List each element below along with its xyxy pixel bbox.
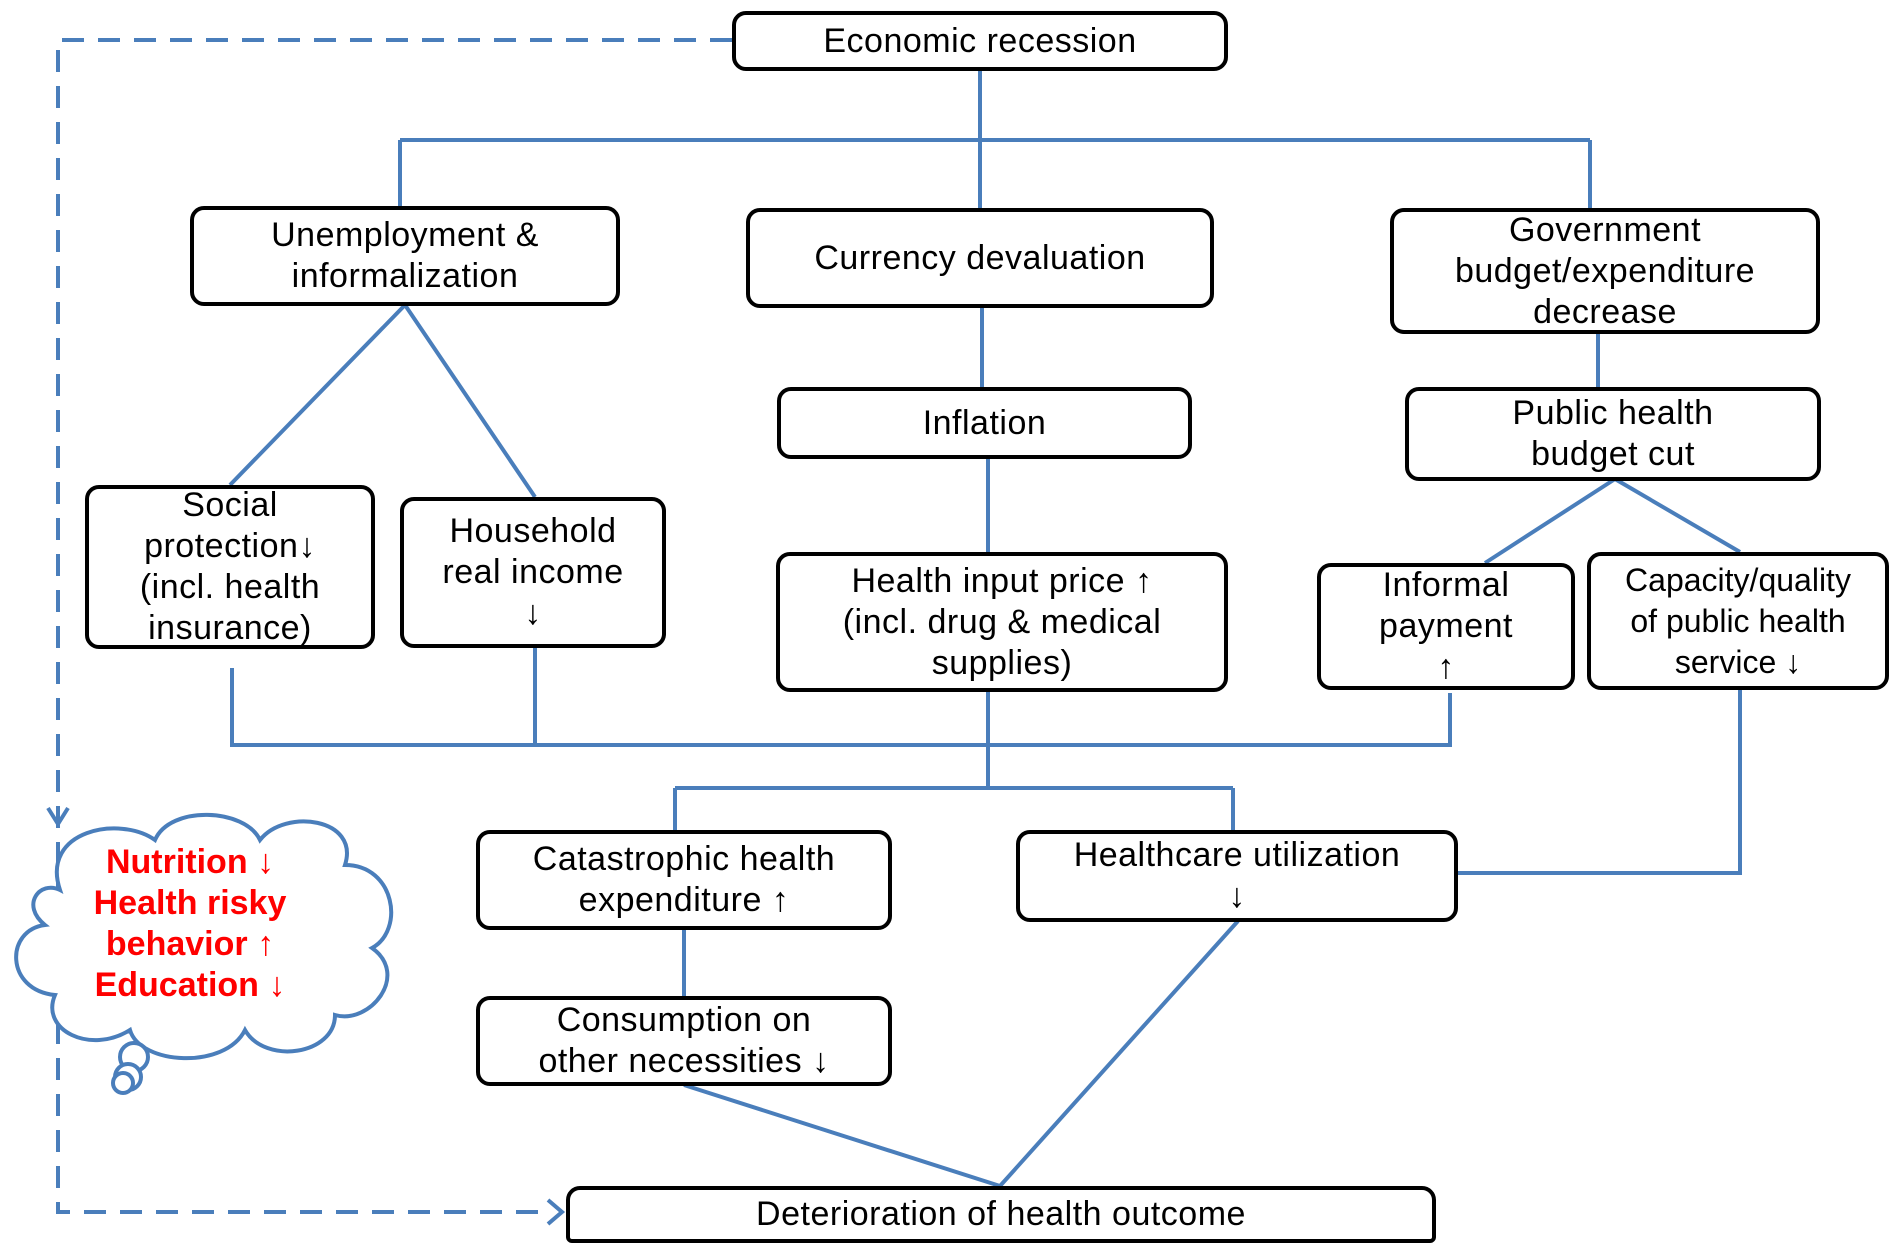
label: Deterioration of health outcome — [756, 1195, 1246, 1233]
label: Healthcare utilization — [1073, 836, 1401, 874]
label: ↓ — [524, 594, 542, 632]
label: ↑ — [1437, 648, 1455, 686]
label: Inflation — [922, 403, 1047, 442]
cloud-line: Nutrition ↓ — [105, 843, 275, 881]
node-deterioration: Deterioration of health outcome — [566, 1186, 1436, 1243]
connector-split-outcomes — [673, 786, 1235, 830]
cloud-line: Education ↓ — [94, 966, 286, 1004]
node-informal-payment: Informal payment ↑ — [1317, 563, 1575, 690]
label: Currency devaluation — [814, 238, 1146, 277]
node-consumption: Consumption on other necessities ↓ — [476, 996, 892, 1086]
label: Economic recession — [823, 21, 1137, 60]
node-inflation: Inflation — [777, 387, 1192, 459]
dashed-connector — [56, 38, 732, 1214]
node-social-protection: Social protection↓ (incl. health insuran… — [85, 485, 375, 649]
node-economic-recession: Economic recession — [732, 11, 1228, 71]
label: service ↓ — [1674, 643, 1802, 680]
node-household-real-income: Household real income ↓ — [400, 497, 666, 648]
label: Unemployment & — [271, 216, 539, 254]
connector-unemployment-split — [228, 303, 537, 499]
node-public-health-budget-cut: Public health budget cut — [1405, 387, 1821, 481]
label: Informal — [1382, 566, 1510, 604]
cloud-text: Nutrition ↓ Health risky behavior ↑ Educ… — [40, 842, 340, 1006]
label: Public health — [1512, 394, 1714, 432]
node-health-input-price: Health input price ↑ (incl. drug & medic… — [776, 552, 1228, 692]
label: Catastrophic health — [532, 840, 836, 878]
label: Social — [182, 486, 278, 524]
label: decrease — [1533, 292, 1677, 331]
node-unemployment: Unemployment & informalization — [190, 206, 620, 306]
label: (incl. drug & medical — [842, 602, 1162, 641]
connector-recession-branches — [398, 70, 1592, 208]
label: Consumption on — [556, 1001, 812, 1039]
connector-publichealth-split — [1483, 477, 1742, 565]
connector-collector — [230, 648, 1452, 788]
label: insurance) — [148, 609, 312, 647]
label: informalization — [291, 257, 519, 295]
thought-cloud — [14, 812, 394, 1095]
cloud-line: behavior ↑ — [105, 925, 275, 963]
node-currency-devaluation: Currency devaluation — [746, 208, 1214, 308]
dashed-arrowhead-down — [46, 806, 70, 828]
node-healthcare-utilization: Healthcare utilization ↓ — [1016, 830, 1458, 922]
label: supplies) — [931, 643, 1073, 682]
label: payment — [1379, 607, 1513, 645]
dashed-arrowhead-right — [546, 1198, 566, 1226]
label: protection↓ — [144, 527, 316, 565]
node-capacity-quality: Capacity/quality of public health servic… — [1587, 552, 1889, 690]
label: expenditure ↑ — [578, 881, 790, 919]
connector-to-deterioration — [683, 919, 1240, 1188]
label: of public health — [1630, 602, 1846, 639]
label: Government — [1508, 210, 1702, 249]
node-government-budget: Government budget/expenditure decrease — [1390, 208, 1820, 334]
cloud-line: Health risky — [93, 884, 287, 922]
label: budget/expenditure — [1454, 251, 1756, 290]
label: Capacity/quality — [1625, 561, 1851, 598]
connector-capacity-utilization — [1458, 690, 1742, 875]
label: other necessities ↓ — [538, 1042, 830, 1080]
label: real income — [442, 553, 624, 591]
label: ↓ — [1228, 877, 1246, 915]
node-catastrophic-expenditure: Catastrophic health expenditure ↑ — [476, 830, 892, 930]
label: Household — [449, 512, 617, 550]
label: budget cut — [1531, 435, 1695, 473]
label: Health input price ↑ — [851, 561, 1153, 600]
label: (incl. health — [139, 568, 321, 606]
